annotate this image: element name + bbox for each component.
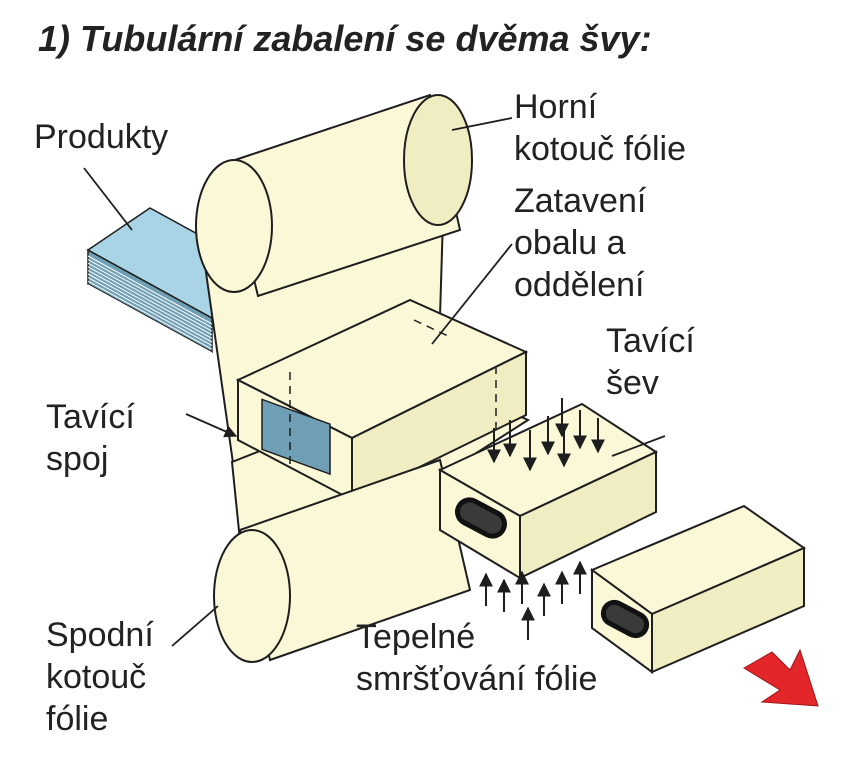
label-zataveni-line-1: Zatavení (514, 182, 647, 220)
label-horni-line-2: kotouč fólie (514, 130, 686, 168)
leader-tavici-spoj (185, 413, 238, 438)
product-stack-layers (87, 255, 213, 354)
product-layer-line (87, 262, 213, 332)
label-tepelne-line-1: Tepelné (356, 618, 476, 656)
seal-line-top (413, 319, 449, 337)
upper-roll-far-end (403, 94, 473, 226)
label-horni-line-1: Horní (514, 88, 598, 126)
lower-film-roll (213, 458, 472, 663)
label-horni-kotouc: Horní kotouč fólie (514, 86, 686, 170)
label-tavici-spoj-line-2: spoj (46, 440, 109, 478)
leader-lines (83, 117, 666, 647)
leader-tavici-sev (611, 435, 666, 457)
package-opening (600, 599, 650, 639)
sealing-box-product-window (261, 398, 331, 476)
product-layer-line (87, 277, 213, 347)
shrink-box-side (519, 450, 657, 580)
label-zataveni: Zatavení obalu a oddělení (514, 180, 646, 306)
heat-arrows-down (487, 398, 605, 472)
product-layer-line (87, 259, 213, 329)
product-layer-line (87, 280, 213, 350)
label-spodni-line-1: Spodní (46, 616, 154, 654)
leader-spodni-kotouc (171, 605, 219, 647)
label-spodni-line-2: kotouč (46, 658, 147, 696)
label-tavici-sev-line-1: Tavící (606, 322, 695, 360)
label-zataveni-line-2: obalu a (514, 224, 626, 262)
product-layer-line (87, 269, 213, 339)
shrink-box-opening (455, 497, 507, 539)
label-spodni-kotouc: Spodní kotouč fólie (46, 614, 154, 740)
product-layer-line (87, 255, 213, 325)
label-produkty: Produkty (34, 116, 168, 158)
package-side (651, 546, 805, 674)
product-layer-line (87, 284, 213, 354)
heat-arrows-up (479, 560, 587, 640)
product-layer-line (87, 266, 213, 336)
sealing-box-side (351, 350, 527, 502)
label-tavici-spoj-line-1: Tavící (46, 398, 135, 436)
label-tavici-sev: Tavící šev (606, 320, 695, 404)
finished-package (589, 504, 807, 674)
leader-horni-kotouc (451, 117, 513, 131)
label-zataveni-line-3: oddělení (514, 266, 645, 304)
product-layer-line (87, 273, 213, 343)
upper-roll-end (195, 159, 273, 293)
upper-film-roll (195, 93, 473, 298)
diagram-title: 1) Tubulární zabalení se dvěma švy: (38, 18, 652, 59)
label-tavici-spoj: Tavící spoj (46, 396, 135, 480)
leader-produkty (83, 167, 133, 231)
label-produkty-line: Produkty (34, 118, 169, 156)
leader-zataveni (431, 243, 513, 345)
sealing-box (235, 298, 529, 502)
lower-roll-end (213, 529, 291, 663)
label-tepelne-smrstovani: Tepelné smršťování fólie (356, 616, 597, 700)
exit-arrow-icon (743, 648, 819, 707)
label-tavici-sev-line-2: šev (606, 364, 659, 402)
label-spodni-line-3: fólie (46, 700, 109, 738)
label-tepelne-line-2: smršťování fólie (356, 660, 598, 698)
